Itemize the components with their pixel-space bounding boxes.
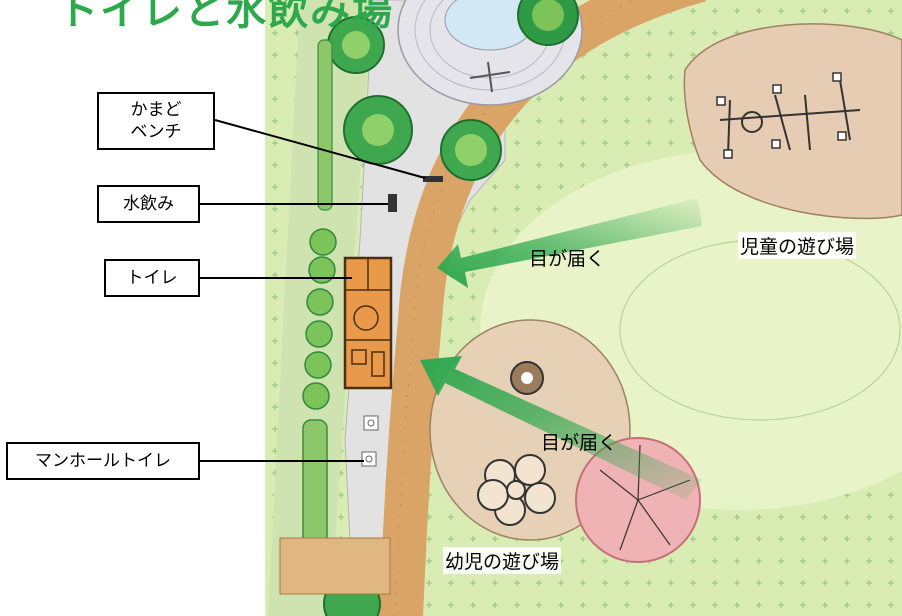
label-children-playground: 児童の遊び場	[738, 232, 857, 259]
label-infant-playground: 幼児の遊び場	[443, 547, 562, 574]
children-playground	[683, 23, 902, 220]
entrance-paving	[279, 537, 391, 595]
page-title: トイレと水飲み場	[58, 0, 394, 34]
label-arrow-upper: 目が届く	[529, 248, 606, 270]
callout-kamado-bench: かまど ベンチ	[97, 92, 215, 150]
drinking-fountain-icon	[388, 194, 397, 212]
callout-drinking-fountain: 水飲み	[97, 185, 200, 223]
callout-manhole-toilet: マンホールトイレ	[6, 442, 200, 480]
view-arrow-lower	[420, 356, 702, 500]
view-arrow-upper	[437, 198, 702, 288]
label-arrow-lower: 目が届く	[541, 432, 618, 454]
kamado-bench-icon	[423, 176, 443, 182]
callout-leader-lines	[200, 119, 426, 462]
callout-toilet: トイレ	[104, 259, 200, 297]
manhole-toilet-icons	[361, 415, 379, 467]
